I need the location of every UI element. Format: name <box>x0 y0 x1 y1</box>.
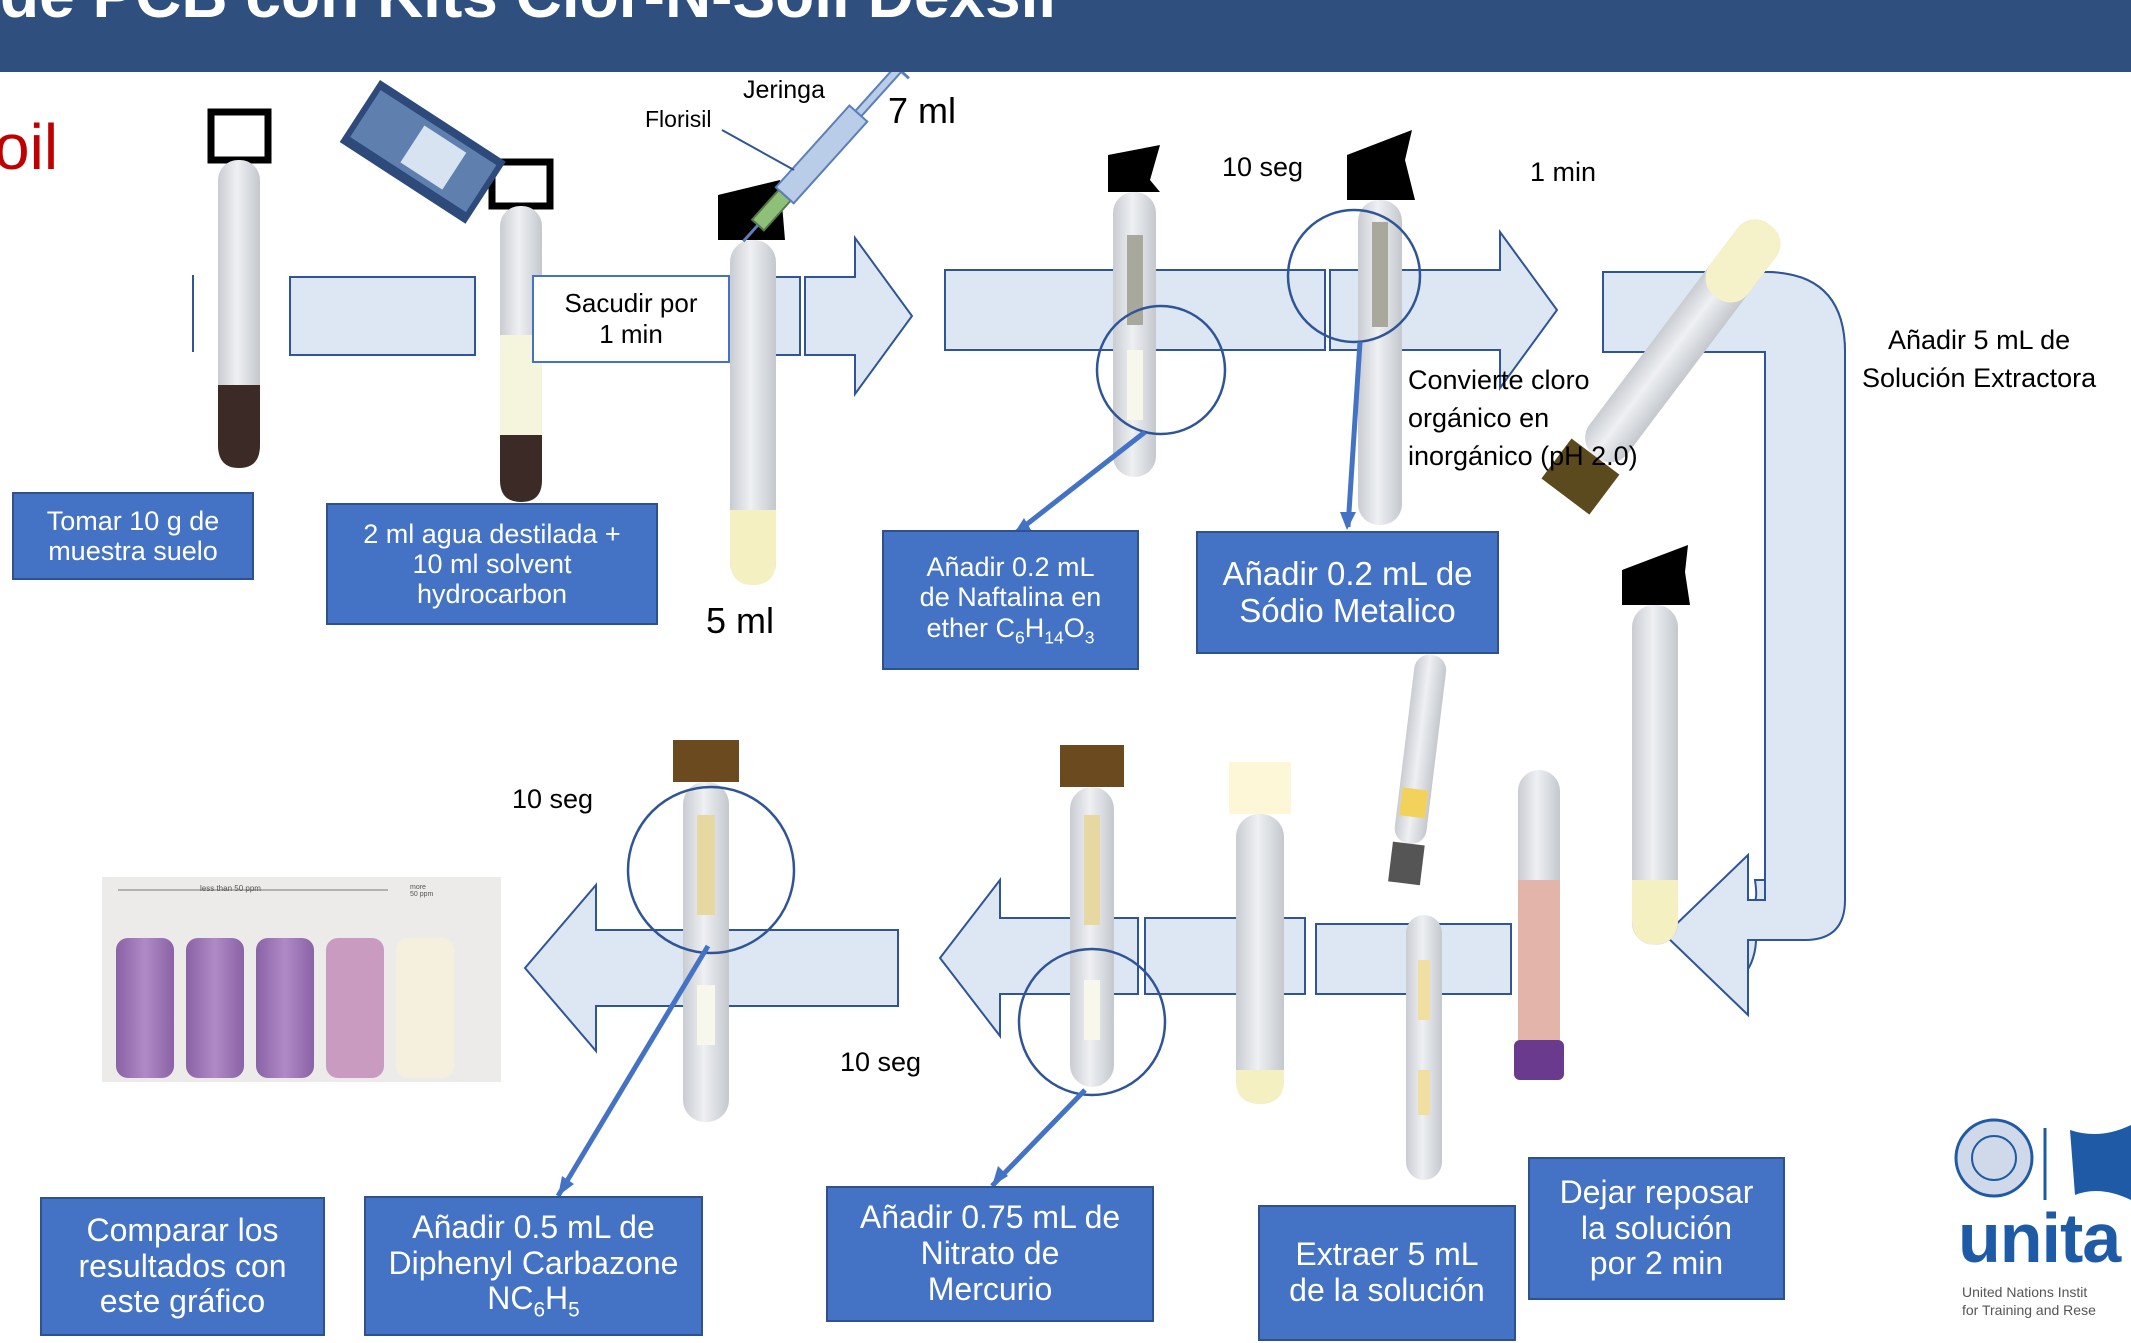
step-add-diphenyl-carbazone-text: Añadir 0.5 mL de Diphenyl Carbazone NC6H… <box>388 1208 679 1322</box>
page-title: de PCB con Kits Clor-N-Soil Dexsil <box>0 0 1056 32</box>
converts-note: Convierte cloro orgánico en inorgánico (… <box>1408 365 1638 471</box>
logo-line-2: for Training and Rese <box>1962 1302 2096 1318</box>
title-bar: de PCB con Kits Clor-N-Soil Dexsil <box>0 0 2131 72</box>
logo-line-1: United Nations Instit <box>1962 1284 2088 1300</box>
tube-9 <box>1388 654 1447 1180</box>
time-10seg-label-2: 10 seg <box>512 784 594 814</box>
volume-7ml-label: 7 ml <box>888 90 957 131</box>
syringe-label: Jeringa <box>743 76 825 104</box>
step-extract-solution-text: Extraer 5 mL de la solución <box>1289 1236 1485 1308</box>
shake-note-box: Sacudir por 1 min <box>532 275 730 363</box>
color-chart-photo <box>102 877 501 1082</box>
shake-note-text: Sacudir por 1 min <box>564 287 698 349</box>
step-add-sodium-text: Añadir 0.2 mL de Sódio Metalico <box>1222 554 1473 629</box>
step-add-naphthalene-text: Añadir 0.2 mL de Naftalina en ether C6H1… <box>919 552 1102 648</box>
tube-10 <box>1229 762 1291 1104</box>
color-chart-header: less than 50 ppm <box>200 884 261 893</box>
tube-6 <box>1541 219 1781 515</box>
tube-12 <box>555 740 796 1198</box>
logo-text: unita <box>1958 1199 2121 1277</box>
tube-11 <box>990 745 1167 1188</box>
time-1min-label: 1 min <box>1530 157 1597 187</box>
step-add-water-solvent: 2 ml agua destilada + 10 ml solvent hydr… <box>326 503 658 625</box>
tube-8 <box>1514 770 1564 1080</box>
florisil-label: Florisil <box>645 106 712 132</box>
step-add-diphenyl-carbazone: Añadir 0.5 mL de Diphenyl Carbazone NC6H… <box>364 1196 703 1336</box>
step-add-mercury-nitrate: Añadir 0.75 mL de Nitrato de Mercurio <box>826 1186 1154 1322</box>
tube-2 <box>339 80 554 502</box>
color-chart-header-right: more 50 ppm <box>410 884 434 898</box>
step-add-sodium: Añadir 0.2 mL de Sódio Metalico <box>1196 531 1499 654</box>
step-compare-results-text: Comparar los resultados con este gráfico <box>78 1211 287 1320</box>
tube-1 <box>207 108 272 468</box>
step-add-water-solvent-text: 2 ml agua destilada + 10 ml solvent hydr… <box>363 518 621 610</box>
step-add-mercury-nitrate-text: Añadir 0.75 mL de Nitrato de Mercurio <box>859 1199 1121 1307</box>
page-subtitle: oil <box>0 111 59 183</box>
tube-3 <box>718 58 910 585</box>
step-let-settle-text: Dejar reposar la solución por 2 min <box>1559 1173 1754 1282</box>
un-emblem-icon <box>1954 1118 2131 1200</box>
step-extract-solution: Extraer 5 mL de la solución <box>1258 1205 1516 1341</box>
step-take-sample-text: Tomar 10 g de muestra suelo <box>46 505 220 566</box>
tube-5 <box>1286 130 1422 530</box>
syringe <box>742 58 910 243</box>
step-compare-results: Comparar los resultados con este gráfico <box>40 1197 325 1336</box>
add-extract-note: Añadir 5 mL de Solución Extractora <box>1862 325 2097 393</box>
time-10seg-label-3: 10 seg <box>840 1047 922 1077</box>
volume-5ml-label: 5 ml <box>706 600 775 641</box>
tube-7 <box>1622 545 1690 945</box>
step-add-naphthalene: Añadir 0.2 mL de Naftalina en ether C6H1… <box>882 530 1139 670</box>
time-10seg-label: 10 seg <box>1222 152 1304 182</box>
step-take-sample: Tomar 10 g de muestra suelo <box>12 492 254 580</box>
step-let-settle: Dejar reposar la solución por 2 min <box>1528 1157 1785 1300</box>
